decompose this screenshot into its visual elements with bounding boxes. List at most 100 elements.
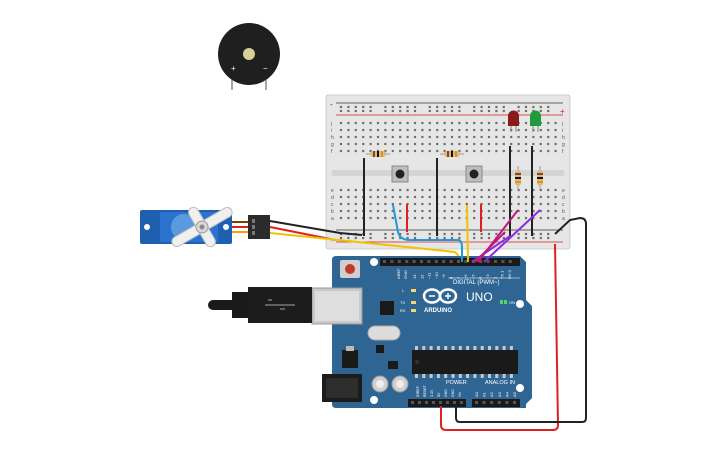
rail-hole bbox=[517, 109, 520, 113]
analog-pin-label: A3 bbox=[497, 391, 502, 397]
rail-hole bbox=[480, 109, 483, 113]
header-pin bbox=[490, 401, 494, 404]
breadboard-hole bbox=[362, 149, 365, 153]
digital-pin-label: 2 bbox=[492, 276, 497, 279]
header-pin bbox=[449, 260, 453, 263]
breadboard-hole bbox=[376, 142, 380, 146]
rail-hole bbox=[458, 236, 461, 240]
breadboard-hole bbox=[347, 202, 350, 206]
rail-hole bbox=[406, 236, 409, 240]
breadboard-hole bbox=[487, 188, 491, 192]
header-pin bbox=[418, 401, 421, 404]
breadboard-hole bbox=[450, 135, 454, 139]
rail-hole bbox=[517, 232, 520, 236]
breadboard-hole bbox=[384, 209, 387, 213]
breadboard-hole bbox=[517, 188, 520, 192]
rail-hole bbox=[391, 105, 394, 109]
breadboard-hole bbox=[428, 135, 431, 139]
breadboard-hole bbox=[384, 195, 387, 199]
rail-hole bbox=[495, 105, 498, 109]
breadboard-hole bbox=[554, 188, 557, 192]
rail-hole bbox=[369, 232, 372, 236]
rail-hole bbox=[413, 105, 417, 109]
header-pin bbox=[427, 260, 431, 263]
breadboard-hole bbox=[443, 121, 446, 125]
piezo-buzzer[interactable]: + − bbox=[218, 23, 280, 90]
row-letter: a bbox=[331, 216, 334, 222]
rail-hole bbox=[539, 232, 542, 236]
mcu-pin bbox=[444, 374, 448, 378]
breadboard-hole bbox=[391, 135, 394, 139]
rail-hole bbox=[384, 232, 387, 236]
micro-servo[interactable] bbox=[140, 191, 270, 263]
breadboard-hole bbox=[354, 128, 357, 132]
breadboard-hole bbox=[384, 135, 387, 139]
aref-label: AREF bbox=[396, 268, 401, 279]
pushbutton-1[interactable] bbox=[391, 165, 409, 183]
rail-hole bbox=[339, 105, 343, 109]
breadboard-hole bbox=[362, 135, 365, 139]
mcu-pin bbox=[480, 346, 484, 350]
breadboard-hole bbox=[458, 121, 461, 125]
breadboard-hole bbox=[473, 128, 476, 132]
breadboard-hole bbox=[428, 188, 431, 192]
breadboard-hole bbox=[539, 135, 542, 139]
breadboard-hole bbox=[399, 188, 402, 192]
breadboard-hole bbox=[428, 202, 431, 206]
analog-pin-label: A0 bbox=[474, 391, 479, 397]
rail-hole bbox=[532, 105, 535, 109]
breadboard-hole bbox=[473, 216, 476, 220]
breadboard-hole bbox=[413, 216, 417, 220]
led-l-label: L bbox=[402, 288, 405, 293]
row-letter: e bbox=[331, 188, 334, 194]
breadboard-hole bbox=[554, 135, 557, 139]
breadboard-hole bbox=[376, 188, 380, 192]
pushbutton-2[interactable] bbox=[465, 165, 483, 183]
breadboard-hole bbox=[347, 149, 350, 153]
breadboard-hole bbox=[399, 135, 402, 139]
breadboard-hole bbox=[465, 142, 468, 146]
digital-pin-label: 8 bbox=[449, 276, 454, 279]
breadboard-hole bbox=[547, 209, 550, 213]
buzzer-plus-label: + bbox=[231, 64, 236, 73]
breadboard-hole bbox=[428, 195, 431, 199]
breadboard-hole bbox=[495, 149, 498, 153]
led-green[interactable] bbox=[530, 110, 541, 132]
led-red[interactable] bbox=[508, 110, 519, 132]
resistor-2[interactable] bbox=[440, 151, 464, 157]
resistor-1[interactable] bbox=[366, 151, 390, 157]
breadboard-hole bbox=[347, 135, 350, 139]
rail-hole bbox=[524, 232, 528, 236]
breadboard-hole bbox=[539, 195, 542, 199]
rail-hole bbox=[384, 236, 387, 240]
breadboard-hole bbox=[517, 128, 520, 132]
breadboard-hole bbox=[354, 202, 357, 206]
breadboard-hole bbox=[354, 149, 357, 153]
breadboard-hole bbox=[406, 121, 409, 125]
resistor-3[interactable] bbox=[515, 166, 521, 190]
breadboard-hole bbox=[487, 202, 491, 206]
breadboard-hole bbox=[502, 142, 505, 146]
breadboard-hole bbox=[517, 142, 520, 146]
breadboard-hole bbox=[465, 121, 468, 125]
rail-hole bbox=[450, 236, 454, 240]
mcu-pin bbox=[466, 374, 470, 378]
rail-hole bbox=[443, 236, 446, 240]
breadboard-hole bbox=[495, 121, 498, 125]
header-pin bbox=[486, 260, 490, 263]
rail-hole bbox=[487, 109, 491, 113]
breadboard-hole bbox=[450, 121, 454, 125]
rail-hole bbox=[399, 109, 402, 113]
breadboard-hole bbox=[399, 216, 402, 220]
digital-pin-label: 4 bbox=[478, 276, 483, 279]
breadboard-hole bbox=[465, 202, 468, 206]
breadboard-hole bbox=[547, 202, 550, 206]
breadboard-hole bbox=[443, 195, 446, 199]
breadboard-hole bbox=[524, 188, 528, 192]
resistor-4[interactable] bbox=[537, 166, 543, 190]
rail-hole bbox=[502, 236, 505, 240]
breadboard-hole bbox=[458, 188, 461, 192]
